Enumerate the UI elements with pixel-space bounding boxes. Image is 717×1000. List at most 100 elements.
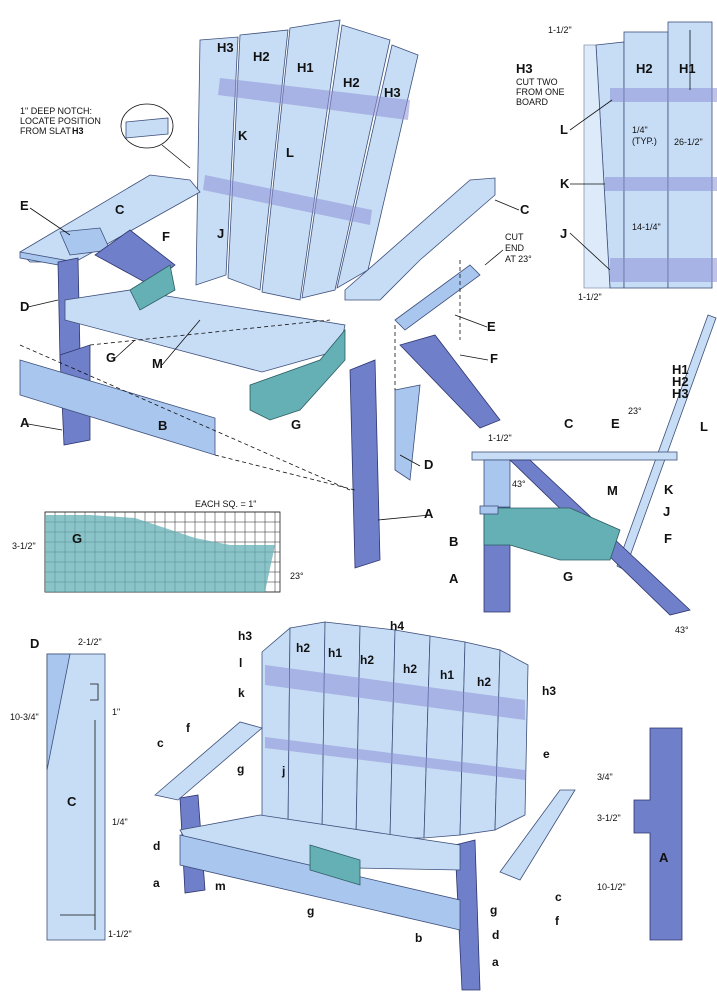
side-view: H1 H2 H3 L C E M K J B F G A 1-1/2" 23° …: [449, 314, 717, 635]
label-h3-right: H3: [384, 85, 401, 100]
label-g-left: G: [106, 350, 116, 365]
label-d-left: D: [20, 299, 29, 314]
label-h2-left: H2: [253, 49, 270, 64]
dim-23-g: 23°: [290, 571, 304, 581]
dim-1-5-top: 1-1/2": [548, 25, 572, 35]
layout-cleat-j: [610, 258, 717, 282]
ls-h1-b: [423, 635, 466, 839]
a-template-board: [633, 727, 683, 941]
label-b-side: B: [449, 534, 458, 549]
label-h3-left: H3: [217, 40, 234, 55]
dim-14-25: 14-1/4": [632, 222, 661, 232]
ls-arm-c-right: [499, 789, 576, 881]
label-m-side: M: [607, 483, 618, 498]
label-h2-right: H2: [343, 75, 360, 90]
a-leg-template: A 3/4" 3-1/2" 10-1/2": [597, 727, 683, 941]
note-grid: EACH SQ. = 1": [195, 499, 256, 509]
label-f-right: F: [490, 351, 498, 366]
back-layout-view: H2 H1 H3 CUT TWO FROM ONE BOARD L K J 1-…: [516, 21, 717, 302]
label-l-side: L: [700, 419, 708, 434]
g-pattern: G EACH SQ. = 1" 3-1/2" 23°: [12, 499, 304, 593]
label-c-ls-right: c: [555, 890, 562, 904]
side-stringer-g: [483, 507, 621, 561]
dim-1-c: 1": [112, 707, 120, 717]
layout-h2: [623, 31, 669, 289]
label-h2-side: H2: [672, 374, 689, 389]
note-cut-2: END: [505, 243, 525, 253]
dim-1-4-c: 1/4": [112, 817, 128, 827]
label-a-template: A: [659, 850, 669, 865]
g-shape: [45, 515, 275, 592]
label-a-right: A: [424, 506, 434, 521]
label-e-left: E: [20, 198, 29, 213]
label-d-template: D: [30, 636, 39, 651]
stringer-g: [249, 328, 346, 421]
apron-b: [19, 359, 216, 456]
ls-band-k: [265, 737, 525, 780]
label-j-ls: j: [281, 764, 285, 778]
label-j-side: J: [663, 504, 670, 519]
note-h3-2: FROM ONE: [516, 87, 565, 97]
label-k: K: [238, 128, 248, 143]
label-f-ls-left: f: [186, 721, 191, 735]
label-l-ls: l: [239, 656, 242, 670]
label-l: L: [286, 145, 294, 160]
side-arm-c: [471, 451, 678, 461]
note-notch-3: FROM SLAT: [20, 126, 71, 136]
note-notch-2: LOCATE POSITION: [20, 116, 101, 126]
dim-1-5-c: 1-1/2": [108, 929, 132, 939]
label-k-layout: K: [560, 176, 570, 191]
label-h2b: h2: [360, 653, 374, 667]
label-g-side: G: [563, 569, 573, 584]
note-cut-1: CUT: [505, 232, 524, 242]
ls-stringer-g: [309, 844, 361, 886]
label-h3b: h3: [542, 684, 556, 698]
notch-board: [125, 117, 169, 139]
cleat-k: [203, 175, 372, 225]
dim-typ-1: 1/4": [632, 125, 648, 135]
ls-leg-d-right: [454, 839, 481, 991]
label-c-ls-left: c: [157, 736, 164, 750]
dim-3-4-a: 3/4": [597, 772, 613, 782]
label-a-ls-right: a: [492, 955, 499, 969]
dim-26-5: 26-1/2": [674, 137, 703, 147]
guide-lines: [19, 260, 461, 491]
label-b: B: [158, 418, 167, 433]
side-support-e: [483, 459, 511, 508]
ls-band-l: [265, 665, 525, 720]
dim-3-5-a: 3-1/2": [597, 813, 621, 823]
label-c-left: C: [115, 202, 125, 217]
c-template-cut: [46, 653, 71, 771]
arm-c-right: [344, 177, 496, 301]
cleat-l: [218, 78, 410, 120]
ls-h3-right: [494, 649, 529, 831]
label-l-layout: L: [560, 122, 568, 137]
note-h3-1: CUT TWO: [516, 77, 558, 87]
label-m: M: [152, 356, 163, 371]
label-h2-layout: H2: [636, 61, 653, 76]
label-g-right: G: [291, 417, 301, 432]
ls-arm-c-left: [154, 721, 263, 801]
support-e-right: [394, 264, 481, 331]
dim-3-5-g: 3-1/2": [12, 541, 36, 551]
c-arm-template: D C 2-1/2" 10-3/4" 1" 1/4" 1-1/2": [10, 636, 132, 941]
label-h1: H1: [297, 60, 314, 75]
layout-cleat-k: [605, 177, 717, 191]
layout-h3-offcut: [583, 44, 611, 289]
label-e-right: E: [487, 319, 496, 334]
label-a-ls-left: a: [153, 876, 160, 890]
label-g-pattern: G: [72, 531, 82, 546]
dim-typ-2: (TYP.): [632, 136, 657, 146]
brace-f-left: [94, 229, 176, 286]
label-c-right: C: [520, 202, 530, 217]
dim-43-b: 43°: [675, 625, 689, 635]
leaders-layout: [569, 30, 691, 271]
label-h3-side: H3: [672, 386, 689, 401]
label-h2a: h2: [296, 641, 310, 655]
label-d-ls-left: d: [153, 839, 160, 853]
label-h1a: h1: [328, 646, 342, 660]
stringer-g-left: [129, 264, 176, 311]
dim-10-5-a: 10-1/2": [597, 882, 626, 892]
loveseat-view: h3 h2 h1 h2 h4 h2 h1 h2 h3 l k c f g j d…: [153, 619, 576, 991]
